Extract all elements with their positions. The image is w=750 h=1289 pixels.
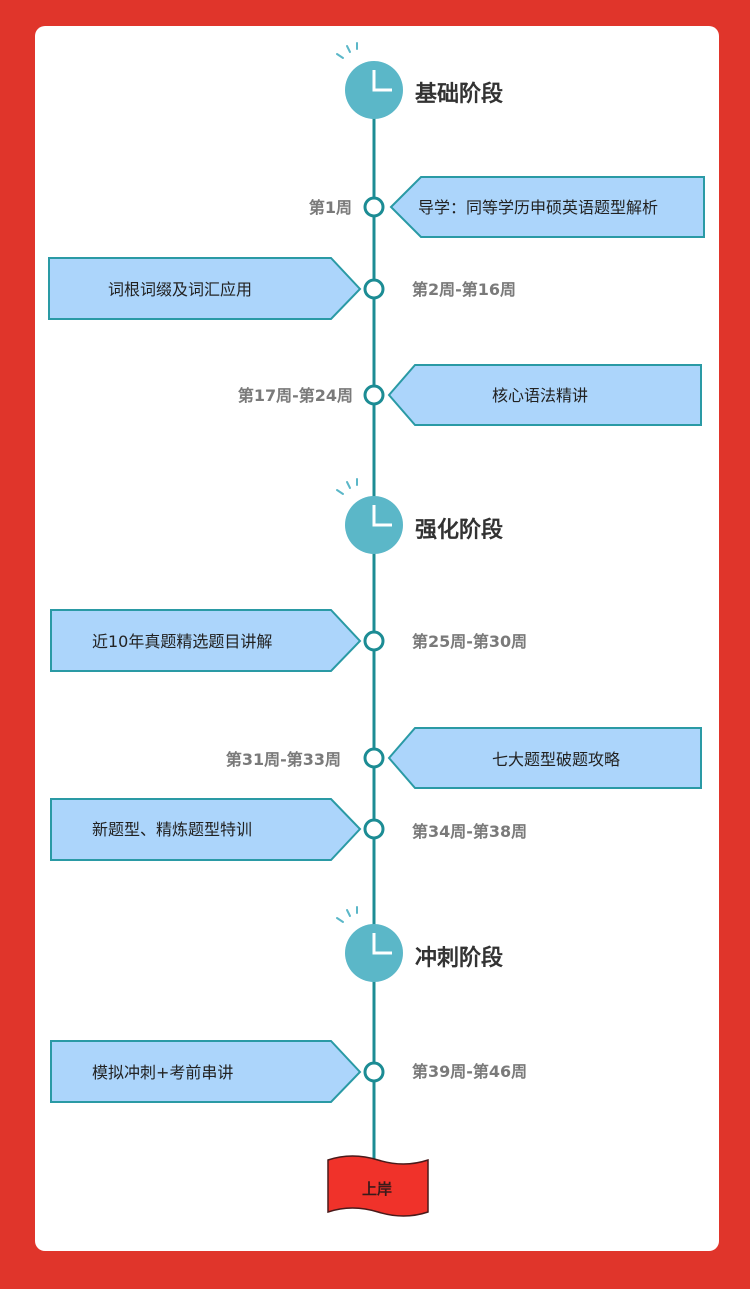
timeline-node: [363, 1061, 385, 1083]
topic-text: 导学：同等学历申硕英语题型解析: [418, 198, 659, 217]
flag-icon: [327, 1155, 429, 1217]
topic-text: 七大题型破题攻略: [492, 750, 621, 769]
clock-icon: [336, 478, 403, 554]
week-label: 第34周-第38周: [412, 822, 528, 841]
timeline-node: [363, 278, 385, 300]
timeline-node: [363, 630, 385, 652]
stage-title: 强化阶段: [415, 518, 504, 543]
topic-box: [48, 257, 362, 320]
topic-text: 核心语法精讲: [492, 386, 589, 405]
week-label: 第25周-第30周: [412, 632, 528, 651]
topic-text: 词根词缀及词汇应用: [108, 280, 253, 299]
clock-icon: [336, 42, 403, 119]
stage-title: 基础阶段: [415, 82, 504, 107]
topic-text: 新题型、精炼题型特训: [92, 820, 253, 839]
timeline-node: [363, 747, 385, 769]
timeline-node: [363, 384, 385, 406]
week-label: 第17周-第24周: [237, 386, 353, 405]
week-label: 第31周-第33周: [225, 750, 341, 769]
topic-text: 近10年真题精选题目讲解: [92, 632, 273, 651]
week-label: 第39周-第46周: [412, 1062, 528, 1081]
topic-box: [50, 609, 362, 672]
timeline-node: [363, 818, 385, 840]
clock-icon: [336, 906, 403, 982]
topic-box: [50, 798, 362, 861]
finish-label: 上岸: [362, 1180, 393, 1198]
week-label: 第2周-第16周: [412, 280, 517, 299]
topic-box: [50, 1040, 362, 1103]
week-label: 第1周: [308, 198, 352, 217]
topic-box: [387, 364, 702, 426]
stage-title: 冲刺阶段: [415, 946, 504, 971]
topic-box: [389, 176, 705, 238]
topic-box: [387, 727, 702, 789]
topic-text: 模拟冲刺+考前串讲: [92, 1063, 234, 1082]
timeline-node: [363, 196, 385, 218]
